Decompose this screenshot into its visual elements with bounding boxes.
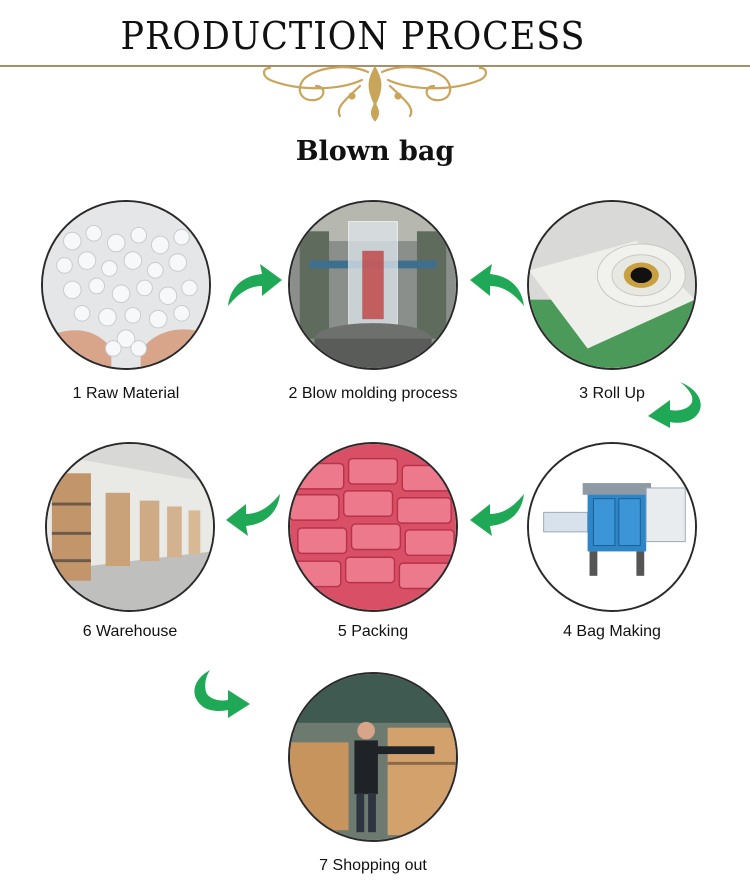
- arrow-left-icon: [470, 494, 524, 536]
- bag-making-image: [527, 442, 697, 612]
- step-label-7: 7 Shopping out: [319, 857, 427, 874]
- ornament-divider: [0, 65, 750, 122]
- arrow-left-icon: [226, 494, 280, 536]
- step-label-2: 2 Blow molding process: [288, 385, 458, 402]
- arrow-down-right-icon: [194, 670, 250, 718]
- step-label-3: 3 Roll Up: [579, 385, 645, 402]
- arrow-down-left-icon: [648, 382, 701, 428]
- step-label-5: 5 Packing: [337, 623, 409, 640]
- arrow-right-icon: [228, 264, 282, 306]
- page-title: PRODUCTION PROCESS: [120, 14, 586, 58]
- arrow-left-icon: [470, 264, 524, 306]
- section-subtitle: Blown bag: [295, 136, 455, 167]
- roll-up-image: [527, 200, 697, 370]
- step-label-6: 6 Warehouse: [82, 623, 178, 640]
- step-label-4: 4 Bag Making: [563, 623, 661, 640]
- packing-image: [288, 442, 458, 612]
- shopping-out-image: [288, 672, 458, 842]
- blow-molding-image: [288, 200, 458, 370]
- raw-material-image: [41, 200, 211, 370]
- warehouse-image: [45, 442, 215, 612]
- step-label-1: 1 Raw Material: [72, 385, 180, 402]
